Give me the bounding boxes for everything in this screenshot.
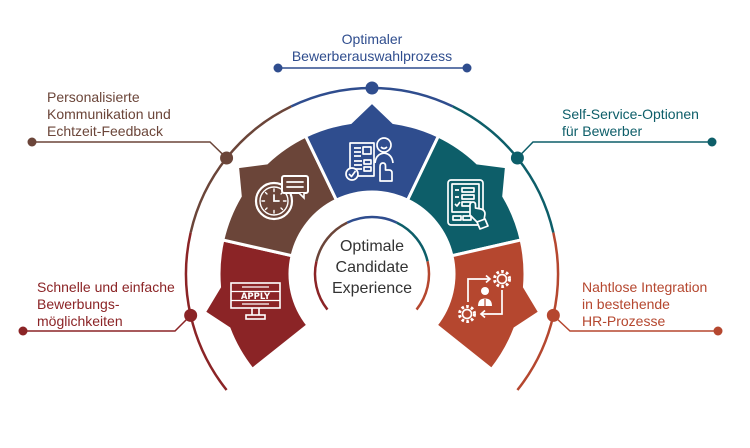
arc-dot	[220, 151, 234, 165]
inner-ring-section	[346, 215, 398, 224]
callout-end-dot	[713, 326, 723, 336]
callout-end-dot	[273, 63, 283, 73]
arc-dots	[184, 81, 560, 322]
label-line: für Bewerber	[562, 123, 643, 139]
monitor-apply-icon: APPLY	[230, 282, 281, 320]
arc-dot	[510, 151, 524, 165]
inner-ring-section	[313, 261, 329, 311]
label-line: Personalisierte	[47, 89, 140, 105]
apply-text: APPLY	[241, 292, 271, 302]
center-title-line: Candidate	[335, 259, 409, 276]
inner-ring-section	[415, 261, 431, 311]
callout-lines	[18, 63, 723, 336]
segment-monitor-apply	[202, 238, 310, 372]
segment-ring	[202, 99, 542, 372]
callout-line	[552, 314, 718, 332]
callout-end-dot	[27, 137, 37, 147]
label-line: Kommunikation und	[47, 106, 171, 122]
label-line: HR-Prozesse	[582, 313, 666, 329]
self-service-kiosk-icon	[447, 179, 489, 230]
label-line: möglichkeiten	[37, 313, 123, 329]
label-selection-process: Optimaler Bewerberauswahlprozess	[272, 31, 472, 65]
label-line: Echtzeit-Feedback	[47, 123, 163, 139]
integration-gears-icon	[458, 270, 511, 323]
callout-end-dot	[18, 326, 28, 336]
label-line: Bewerberauswahlprozess	[291, 48, 453, 64]
callout-line	[32, 141, 228, 159]
label-line: Optimaler	[341, 31, 403, 47]
clock-chat-icon	[254, 175, 309, 221]
callout-end-dot	[707, 137, 717, 147]
label-hr-integration: Nahtlose Integration in bestehende HR-Pr…	[582, 279, 707, 330]
center-title-line: Experience	[331, 280, 413, 297]
arc-dot	[184, 308, 198, 322]
callout-line	[516, 141, 712, 159]
arc-dot	[365, 81, 379, 95]
label-line: Schnelle und einfache	[37, 279, 175, 295]
label-line: Self-Service-Optionen	[562, 106, 699, 122]
label-line: in bestehende	[582, 296, 670, 312]
center-title: Optimale Candidate Experience	[312, 236, 432, 299]
callout-line	[23, 314, 192, 332]
arc-dot	[546, 308, 560, 322]
center-title-line: Optimale	[339, 238, 405, 255]
label-fast-application: Schnelle und einfache Bewerbungs- möglic…	[37, 279, 175, 330]
candidate-selection-icon	[345, 137, 394, 182]
inner-ring-section	[396, 221, 429, 262]
callout-end-dot	[462, 63, 472, 73]
inner-ring	[313, 215, 431, 311]
label-self-service: Self-Service-Optionen für Bewerber	[562, 106, 699, 140]
label-line: Bewerbungs-	[37, 296, 120, 312]
inner-ring-section	[315, 221, 348, 262]
label-line: Nahtlose Integration	[582, 279, 708, 295]
label-personalized-communication: Personalisierte Kommunikation und Echtze…	[47, 89, 171, 140]
